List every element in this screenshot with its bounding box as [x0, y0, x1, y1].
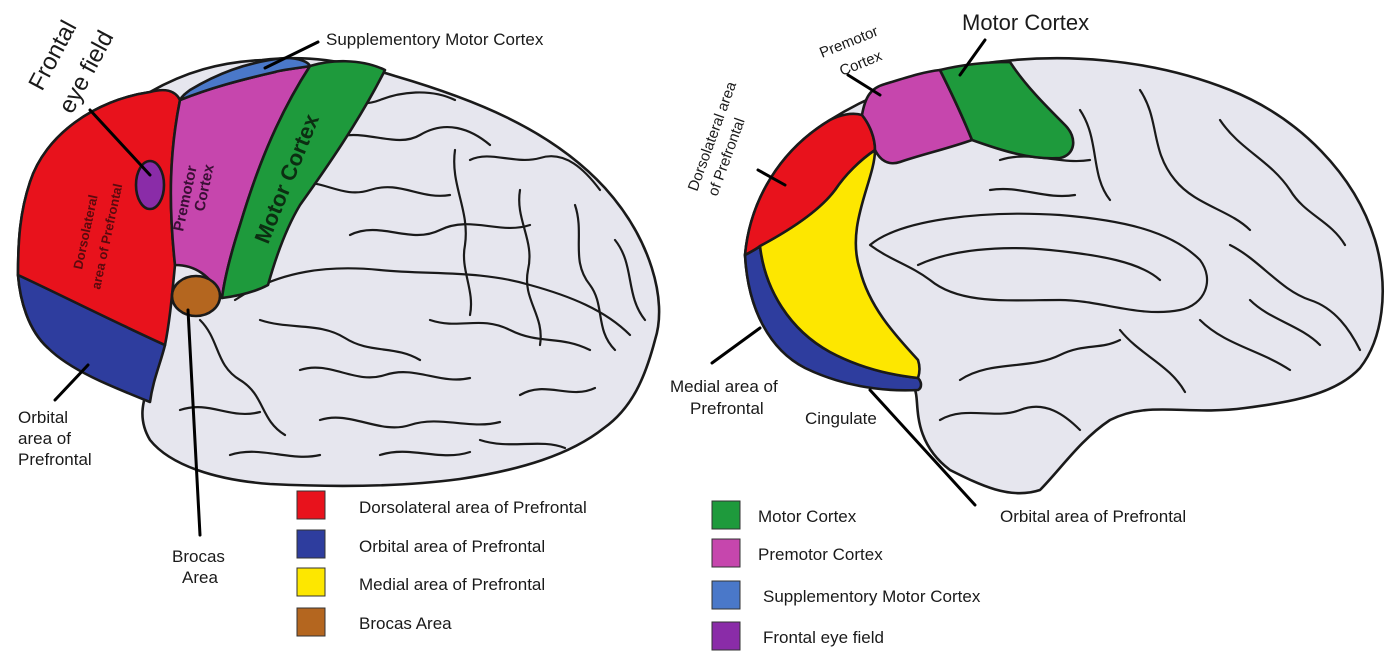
lateral-brain-view: Motor Cortex Premotor Cortex Dorsolatera…	[16, 16, 661, 587]
legend-label-medial: Medial area of Prefrontal	[359, 575, 545, 594]
legend-swatch-supplementary	[711, 580, 741, 610]
legend-right: Motor Cortex Premotor Cortex Supplemento…	[711, 500, 981, 651]
legend-label-supplementary: Supplementory Motor Cortex	[763, 587, 981, 606]
lateral-orbital-label-2: area of	[18, 429, 71, 448]
lateral-orbital-label-1: Orbital	[18, 408, 68, 427]
lateral-brocas-label-1: Brocas	[172, 547, 225, 566]
lateral-frontal-eye-region	[134, 159, 166, 211]
legend-label-premotor: Premotor Cortex	[758, 545, 883, 564]
pointer-frontal-eye	[88, 108, 152, 177]
medial-medial-label-1: Medial area of	[670, 377, 778, 396]
medial-cingulate-label: Cingulate	[805, 409, 877, 428]
legend-swatch-premotor	[711, 538, 741, 568]
legend-swatch-orbital	[296, 529, 326, 559]
lateral-supplementary-region	[178, 56, 312, 102]
legend-label-brocas: Brocas Area	[359, 614, 452, 633]
lateral-brocas-region	[170, 274, 222, 318]
legend-left: Dorsolateral area of Prefrontal Orbital …	[296, 490, 587, 637]
pointer-supplementary	[263, 40, 320, 70]
legend-swatch-frontal-eye	[711, 621, 741, 651]
medial-motor-label: Motor Cortex	[962, 10, 1089, 35]
legend-swatch-motor	[711, 500, 741, 530]
medial-motor-region	[938, 60, 1075, 160]
medial-brain-view: Motor Cortex Premotor Cortex Dorsolatera…	[670, 10, 1384, 526]
lateral-gyri	[178, 91, 647, 458]
legend-label-orbital: Orbital area of Prefrontal	[359, 537, 545, 556]
legend-label-dorsolateral: Dorsolateral area of Prefrontal	[359, 498, 587, 517]
pointer-medial-medial	[710, 326, 762, 365]
pointer-medial-premotor	[846, 73, 882, 97]
legend-swatch-brocas	[296, 607, 326, 637]
pointer-medial-dorsolateral	[756, 168, 787, 187]
pointer-medial-motor	[958, 38, 987, 77]
legend-swatch-dorsolateral	[296, 490, 326, 520]
pointer-medial-orbital	[868, 388, 977, 507]
lateral-brocas-label-2: Area	[182, 568, 218, 587]
legend-label-motor: Motor Cortex	[758, 507, 857, 526]
legend-label-frontal-eye: Frontal eye field	[763, 628, 884, 647]
legend-swatch-medial	[296, 567, 326, 597]
medial-medial-label-2: Prefrontal	[690, 399, 764, 418]
medial-orbital-label: Orbital area of Prefrontal	[1000, 507, 1186, 526]
lateral-motor-region	[220, 59, 387, 300]
pointer-brocas	[186, 308, 202, 537]
lateral-supplementary-label: Supplementory Motor Cortex	[326, 30, 544, 49]
lateral-orbital-label-3: Prefrontal	[18, 450, 92, 469]
pointer-orbital-lateral	[53, 363, 90, 402]
